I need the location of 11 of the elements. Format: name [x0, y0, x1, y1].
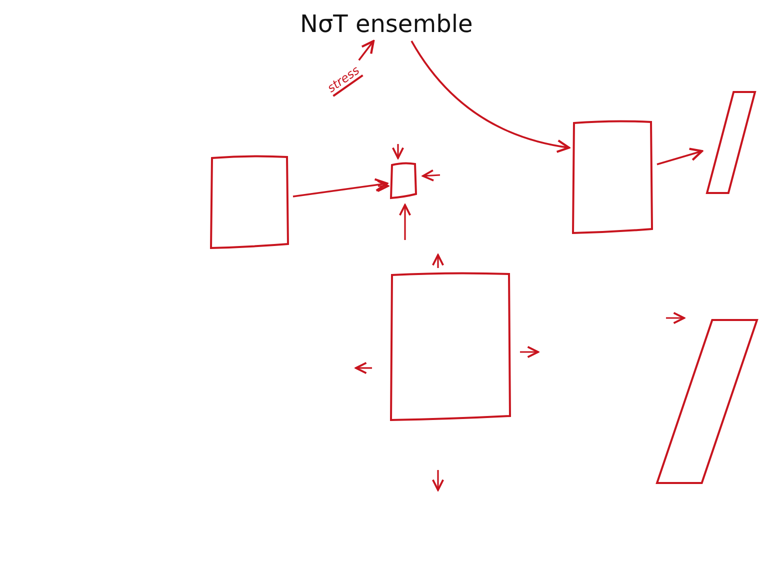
parallelogram-outline: [705, 90, 757, 195]
arrow: [358, 40, 375, 61]
square-outline: [572, 120, 654, 235]
square-outline: [210, 155, 290, 250]
arrow: [410, 40, 570, 153]
square-outline: [390, 162, 418, 200]
arrow: [292, 178, 388, 198]
heading-text: NσT ensemble: [300, 10, 473, 38]
arrow: [656, 148, 704, 166]
square-outline: [390, 272, 512, 422]
parallelogram-outline: [655, 318, 759, 485]
